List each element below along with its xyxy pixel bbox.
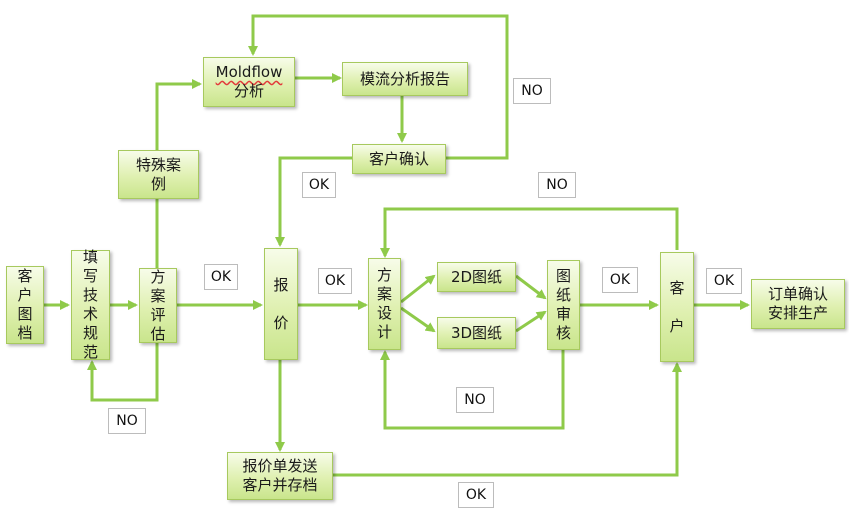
node-customer: 客 户 (660, 252, 694, 362)
arrow-2d-to-review (515, 274, 547, 300)
arrow-3d-to-review (515, 310, 547, 333)
node-3d-drawing: 3D图纸 (437, 317, 516, 349)
label-ok-quote-to-design: OK (318, 268, 352, 294)
node-drawing-review: 图 纸 审 核 (547, 260, 580, 350)
label-ok-confirm-to-quote: OK (302, 172, 336, 198)
arrow-send-ok-to-customer (333, 362, 682, 477)
label-no-review-to-design: NO (456, 387, 494, 413)
node-quote-send: 报价单发送 客户并存档 (227, 452, 333, 500)
node-fill-spec: 填 写 技 术 规 范 (71, 248, 110, 361)
moldflow-subtitle: 分析 (233, 82, 264, 100)
label-ok-send-to-customer: OK (458, 482, 494, 508)
label-ok-customer-to-order: OK (706, 268, 742, 294)
node-moldflow: Moldflow 分析 (203, 57, 295, 107)
arrow-design-to-3d (400, 306, 436, 333)
arrow-special-to-moldflow (155, 79, 202, 150)
label-ok-eval-to-quote: OK (204, 264, 238, 290)
node-customer-drawing: 客 户 图 档 (6, 266, 44, 344)
arrow-customer-no-to-design (380, 207, 679, 258)
arrow-eval-no-to-spec (87, 343, 159, 402)
moldflow-title: Moldflow (215, 63, 283, 81)
label-no-eval-to-spec: NO (108, 408, 146, 434)
label-ok-review-to-customer: OK (602, 267, 638, 293)
label-no-confirm-to-moldflow: NO (513, 78, 551, 104)
arrow-design-to-2d (400, 274, 436, 304)
node-plan-design: 方 案 设 计 (368, 258, 401, 350)
node-quote: 报 价 (264, 248, 298, 360)
arrow-confirm-no-to-moldflow (248, 14, 509, 160)
arrow-confirm-ok-to-quote (275, 156, 352, 247)
node-order-confirm: 订单确认 安排生产 (751, 279, 845, 329)
node-2d-drawing: 2D图纸 (437, 262, 516, 292)
arrow-review-no-to-design (380, 350, 565, 430)
node-flow-report: 模流分析报告 (342, 62, 468, 96)
node-special-case: 特殊案 例 (118, 150, 199, 199)
label-no-customer-to-design: NO (538, 172, 576, 198)
node-customer-confirm: 客户确认 (352, 144, 446, 174)
node-plan-eval: 方 案 评 估 (139, 268, 177, 343)
